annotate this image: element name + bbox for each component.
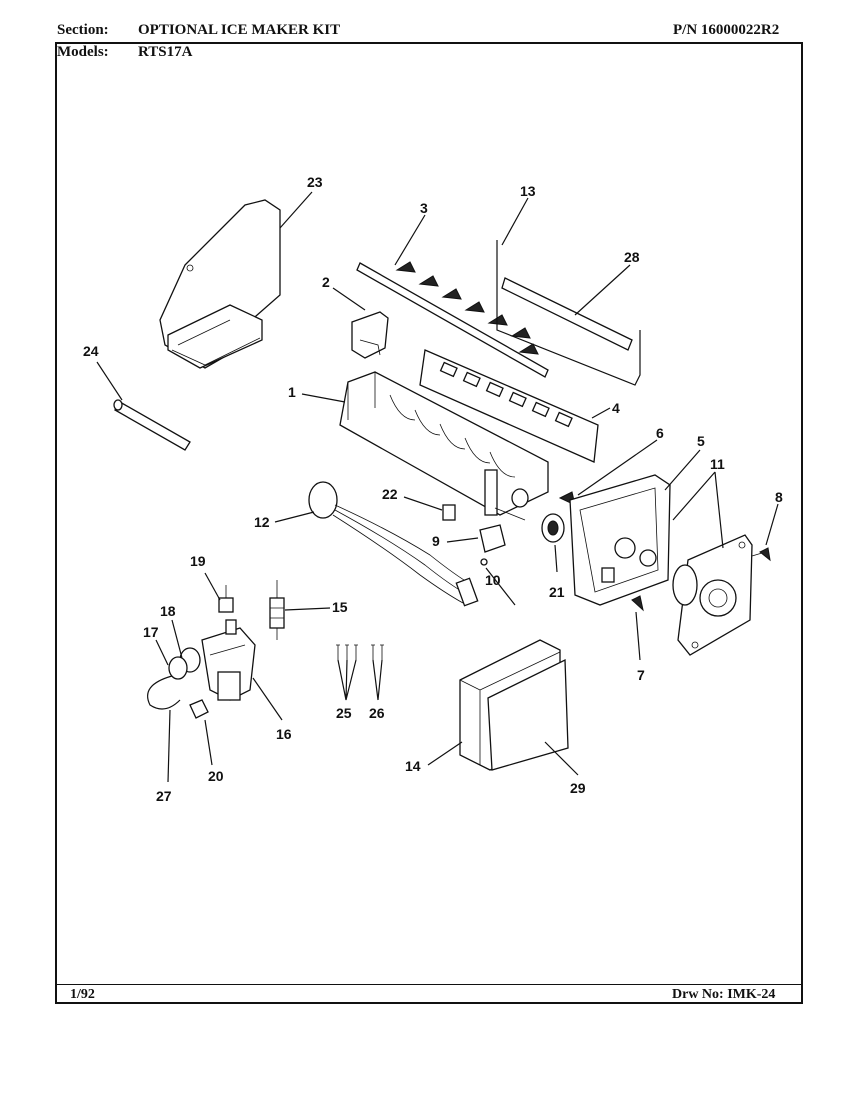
- models-label: Models:: [57, 44, 109, 60]
- models-value: RTS17A: [138, 44, 193, 60]
- callout-3: 3: [420, 200, 428, 216]
- callout-28: 28: [624, 249, 640, 265]
- footer-date: 1/92: [70, 987, 95, 1002]
- callout-27: 27: [156, 788, 172, 804]
- part-19-fitting: [218, 585, 234, 613]
- callout-11: 11: [710, 456, 725, 472]
- part-23-cover: [159, 199, 281, 369]
- part-11-motor: [672, 534, 753, 656]
- footer-divider: [55, 984, 803, 985]
- part-14-29-panels: [459, 639, 569, 771]
- part-3-ejector: [356, 261, 549, 378]
- part-number: P/N 16000022R2: [673, 22, 780, 38]
- callout-1: 1: [288, 384, 296, 400]
- callout-25: 25: [336, 705, 352, 721]
- callout-10: 10: [485, 572, 501, 588]
- part-4-stripper: [419, 349, 599, 463]
- part-16-valve: [201, 619, 256, 701]
- section-label: Section:: [57, 22, 109, 38]
- part-21-gear: [541, 513, 565, 543]
- callout-2: 2: [322, 274, 330, 290]
- callout-22: 22: [382, 486, 398, 502]
- callout-9: 9: [432, 533, 440, 549]
- part-12-harness: [308, 481, 479, 607]
- callout-12: 12: [254, 514, 270, 530]
- part-22-clip: [442, 504, 456, 521]
- callout-8: 8: [775, 489, 783, 505]
- callout-17: 17: [143, 624, 159, 640]
- part-8-screw: [751, 547, 771, 562]
- part-13-28-shutoff: [496, 240, 641, 386]
- part-17-18-27-20: [147, 647, 209, 719]
- callout-13: 13: [520, 183, 536, 199]
- part-15-fitting: [269, 580, 285, 640]
- part-2-bracket: [351, 311, 389, 359]
- part-25-26-screws: [336, 644, 384, 660]
- diagram-frame: [55, 42, 803, 1004]
- callout-26: 26: [369, 705, 385, 721]
- part-24-rod: [113, 399, 191, 451]
- callout-14: 14: [405, 758, 421, 774]
- callout-4: 4: [612, 400, 620, 416]
- callout-29: 29: [570, 780, 586, 796]
- callout-23: 23: [307, 174, 323, 190]
- part-1-mold: [339, 371, 549, 516]
- callout-18: 18: [160, 603, 176, 619]
- callout-19: 19: [190, 553, 206, 569]
- section-title: OPTIONAL ICE MAKER KIT: [138, 22, 341, 38]
- callout-7: 7: [637, 667, 645, 683]
- callout-5: 5: [697, 433, 705, 449]
- part-5-housing: [569, 474, 671, 606]
- callout-24: 24: [83, 343, 99, 359]
- callout-21: 21: [549, 584, 565, 600]
- part-9-10-switch: [479, 507, 526, 566]
- drawing-number: Drw No: IMK-24: [672, 987, 776, 1002]
- callout-6: 6: [656, 425, 664, 441]
- callout-16: 16: [276, 726, 292, 742]
- callout-15: 15: [332, 599, 348, 615]
- callout-20: 20: [208, 768, 224, 784]
- part-7-screw: [631, 595, 644, 612]
